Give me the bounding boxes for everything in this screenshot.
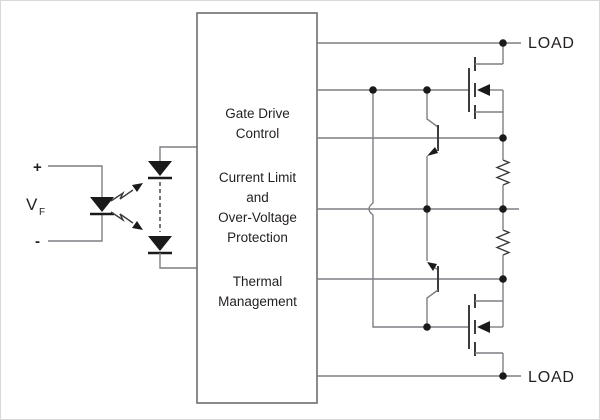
mosfet-bottom-icon [468,294,503,356]
load-terminal-top-label: LOAD [528,35,575,52]
junction-dot [423,205,431,213]
junction-dot [499,372,507,380]
forward-voltage-subscript: F [39,207,45,218]
junction-dot [499,134,507,142]
plus-lead-wire [48,165,103,197]
npn-transistor-bottom-icon [426,209,439,327]
minus-lead-wire [48,215,103,242]
junction-dots [369,39,507,380]
junction-dot [499,275,507,283]
block-section-thermal: Thermal Management [218,274,297,309]
mosfet-top-icon [468,57,503,119]
junction-dot [499,39,507,47]
output-wiring [317,42,521,377]
minus-label: - [35,233,40,250]
photodiode-stack-icon [148,146,197,269]
light-emission-arrows-icon [110,183,143,230]
load-terminal-bottom-label: LOAD [528,369,575,386]
resistor-bottom-icon [495,229,511,256]
junction-dot [423,323,431,331]
junction-dot [499,205,507,213]
resistor-top-icon [495,159,511,186]
led-input-circuit: + - V F [26,159,114,250]
forward-voltage-label: V [26,195,38,214]
junction-dot [369,86,377,94]
gate-bus-with-hop [368,90,469,328]
control-block-text: Gate Drive Control Current Limit and Ove… [198,13,317,403]
block-section-gate-drive: Gate Drive Control [225,106,290,141]
block-section-protection: Current Limit and Over-Voltage Protectio… [218,170,297,245]
led-diode-icon [90,197,114,216]
plus-label: + [33,159,42,176]
junction-dot [423,86,431,94]
control-block [196,12,318,404]
npn-transistor-top-icon [426,90,439,209]
